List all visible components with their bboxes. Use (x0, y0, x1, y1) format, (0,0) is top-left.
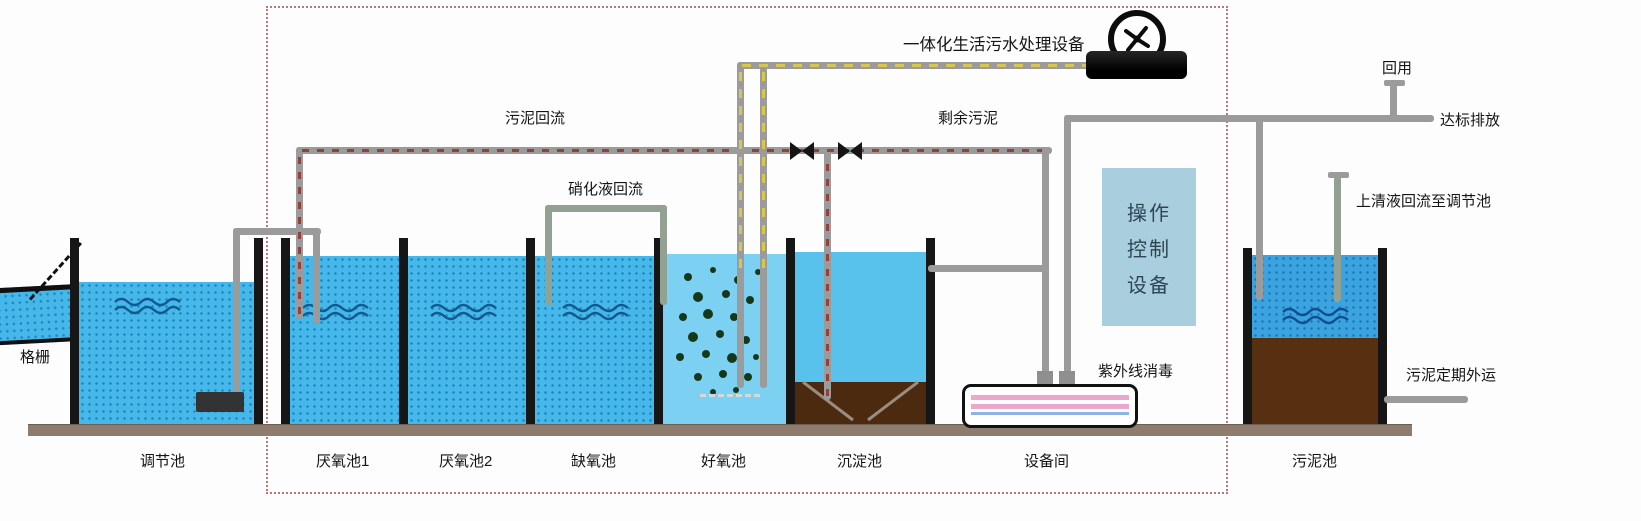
pipe-influent-riser (233, 228, 240, 392)
uv-inlet-stub (1037, 371, 1053, 385)
uv-stripe (971, 412, 1129, 415)
nitrified-return-label: 硝化液回流 (568, 181, 644, 198)
anaerobic2-tank-label: 厌氧池2 (439, 453, 493, 470)
valve-icon (838, 141, 862, 161)
sludge-tank-wall-right (1378, 248, 1387, 424)
wave-icon (1280, 306, 1358, 331)
uv-disinfection-unit (962, 384, 1138, 428)
clarifier-sludge-hopper (795, 376, 926, 429)
uv-outlet-stub (1059, 371, 1075, 385)
discharge-label: 达标排放 (1440, 112, 1501, 129)
pipe-discharge (1064, 115, 1434, 122)
anaerobic2-water (408, 256, 526, 424)
pipe-uv-outlet-riser (1064, 115, 1071, 379)
sludge-out-label: 污泥定期外运 (1406, 367, 1497, 384)
excess-sludge-label: 剩余污泥 (938, 110, 999, 127)
aerobic-tank-label: 好氧池 (701, 453, 747, 470)
pipe-reuse-stub (1390, 84, 1397, 122)
anoxic-tank-label: 缺氧池 (571, 453, 617, 470)
blower-body-icon (1086, 51, 1187, 79)
anaerobic1-water (290, 256, 399, 424)
sludge-return-dashes (298, 154, 301, 314)
tank-wall (786, 238, 795, 424)
pipe-to-sludge-tank (1256, 115, 1263, 300)
valve-icon (790, 141, 814, 161)
supernatant-return-label: 上清液回流至调节池 (1356, 193, 1492, 210)
process-dotted-border (266, 6, 1228, 494)
ground-base (28, 424, 1412, 436)
pipe-sludge-out (1384, 396, 1468, 403)
uv-disinfection-label: 紫外线消毒 (1098, 363, 1174, 380)
wave-icon (560, 302, 638, 327)
wave-icon (112, 296, 190, 321)
sludge-return-dashes (302, 149, 1046, 152)
air-dashes (762, 68, 765, 268)
control-cabinet-line: 设备 (1127, 274, 1171, 297)
tank-wall (654, 238, 663, 424)
submersible-pump-icon (196, 392, 244, 412)
regulation-tank-label: 调节池 (140, 453, 186, 470)
equipment-room-label: 设备间 (1024, 453, 1070, 470)
pipe-effluent (928, 265, 1049, 272)
tank-wall (526, 238, 535, 424)
sludge-tank-sludge (1252, 338, 1378, 424)
diagram-title: 一体化生活污水处理设备 (903, 36, 1085, 54)
screen-label: 格栅 (20, 349, 51, 366)
anoxic-water (535, 256, 654, 424)
pipe-influent-drop (313, 228, 320, 324)
tank-wall (926, 238, 935, 424)
uv-stripe (971, 404, 1129, 409)
regulation-tank-wall-left (70, 238, 79, 424)
wave-icon (428, 302, 506, 327)
bubbles-icon (668, 262, 783, 412)
control-cabinet-line: 操作 (1127, 202, 1171, 225)
air-dashes (742, 64, 1086, 67)
regulation-tank-wall-right (254, 238, 263, 424)
uv-stripe (971, 395, 1129, 400)
sedimentation-tank-label: 沉淀池 (837, 453, 883, 470)
sludge-suction-dashes (826, 156, 829, 396)
reuse-label: 回用 (1382, 60, 1413, 77)
sludge-tank-label: 污泥池 (1292, 453, 1338, 470)
sludge-tank-water (1252, 255, 1378, 340)
pipe-supernatant-return (1334, 176, 1341, 302)
control-cabinet: 操作 控制 设备 (1102, 168, 1196, 326)
anaerobic1-tank-label: 厌氧池1 (316, 453, 370, 470)
reuse-pipe-cap (1384, 80, 1405, 86)
control-cabinet-line: 控制 (1127, 238, 1171, 261)
pipe-nitrified-right (660, 205, 667, 305)
supernatant-pipe-cap (1328, 172, 1349, 178)
pipe-nitrified-left (545, 205, 552, 305)
air-dashes (739, 68, 742, 268)
tank-wall (399, 238, 408, 424)
wave-icon (300, 302, 378, 327)
pipe-to-uv-left (1042, 147, 1049, 379)
air-diffuser-icon (700, 394, 760, 397)
sludge-return-label: 污泥回流 (505, 110, 566, 127)
sludge-tank-wall-left (1243, 248, 1252, 424)
tank-wall (281, 238, 290, 424)
pipe-nitrified-top (545, 205, 667, 212)
pipe-influent-top (233, 228, 321, 235)
